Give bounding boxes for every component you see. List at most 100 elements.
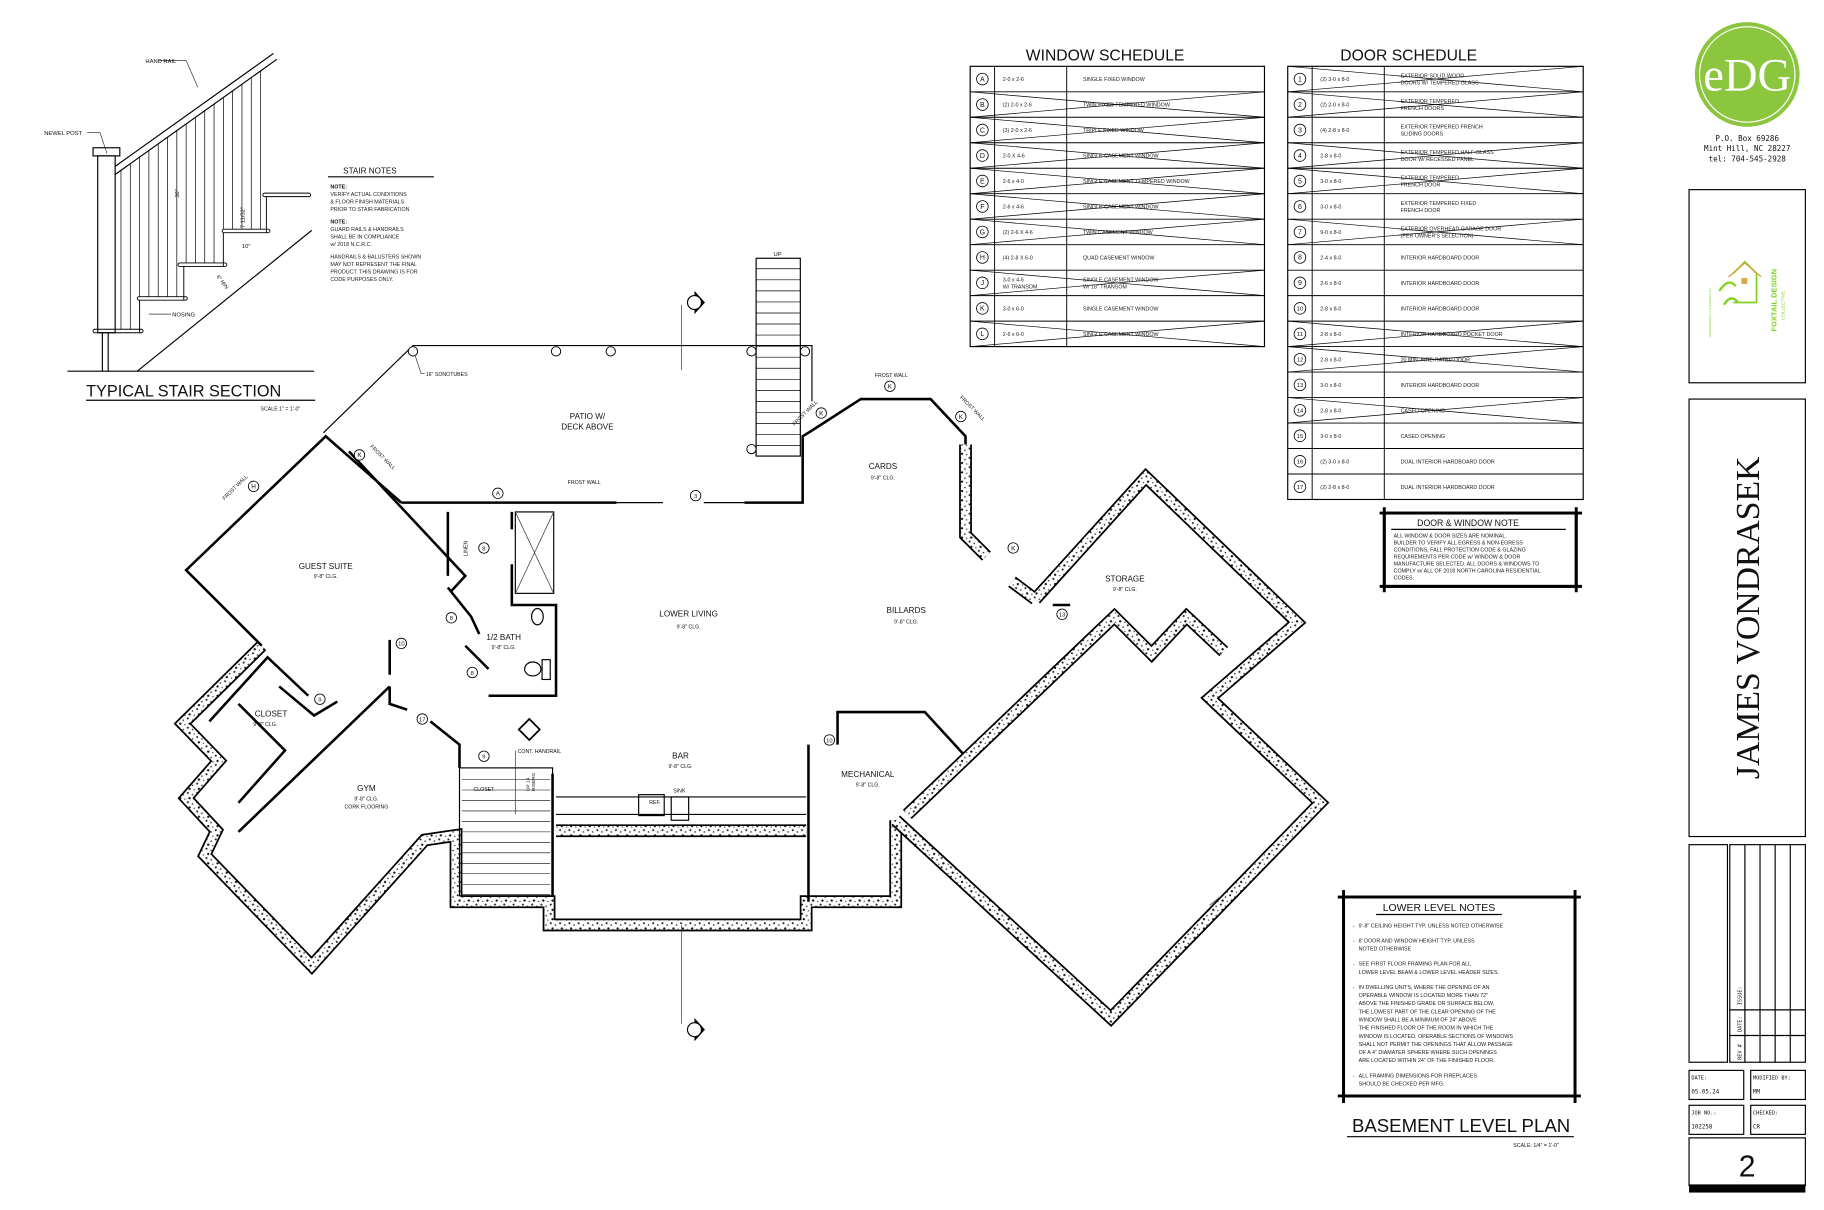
door-tag-circle [689, 489, 702, 502]
room-cards: CARDS [869, 462, 898, 471]
schedule-size: (3) 2-0 x 2-6 [1003, 128, 1032, 134]
lower-level-note-line: 9'-8" CEILING HEIGHT TYP. UNLESS NOTED O… [1359, 923, 1504, 929]
schedule-tag: 7 [1298, 229, 1302, 236]
tag-circle [976, 98, 989, 111]
schedule-description: CASED OPENING [1401, 434, 1446, 440]
room-gym: GYM [357, 784, 376, 793]
stair-note-line: CODE PURPOSES ONLY. [330, 277, 393, 283]
schedule-size: 2-8 x 8-0 [1320, 154, 1341, 160]
schedule-description: TRIPLE FIXED WINDOW [1083, 128, 1145, 134]
schedule-tag: 11 [1297, 332, 1303, 338]
tag-circle [1293, 276, 1307, 290]
schedule-description: FRENCH DOOR [1401, 208, 1441, 214]
tag-circle [1293, 455, 1307, 468]
stair-note-line: HANDRAILS & BALUSTERS SHOWN [330, 254, 421, 260]
section-marker-stair [517, 717, 541, 742]
door-tag-circle [1056, 608, 1068, 620]
schedule-description: EXTERIOR TEMPERED [1401, 176, 1460, 182]
date-value: 05.05.24 [1691, 1090, 1719, 1096]
frost-wall-labels: FROST WALL FROST WALL FROST WALL FROST W… [222, 373, 986, 502]
revision-table: REV # DATE: ISSUE: [1688, 844, 1806, 1063]
schedule-description: SINGLE FIXED WINDOW [1083, 77, 1146, 83]
lower-level-note-line: OF A 4" DIAMATER SPHERE WHERE SUCH OPENI… [1359, 1050, 1498, 1056]
stringer-line [136, 229, 313, 372]
deck-stair [461, 257, 801, 895]
issue-header: ISSUE: [1737, 986, 1743, 1005]
modified-label: MODIFIED BY: [1753, 1076, 1791, 1082]
schedule-description: SINGLE CASEMENT TEMPERED WINDOW [1083, 179, 1191, 185]
door-window-note-title: DOOR & WINDOW NOTE [1417, 518, 1519, 528]
strike-line [970, 320, 1265, 347]
schedule-tag: 4 [1298, 153, 1302, 160]
lower-level-note-line: THE LOWEST PART OF THE CLEAR OPENING OF … [1359, 1009, 1497, 1015]
interior-walls [184, 397, 1222, 1024]
schedule-description: SINGLE CASEMENT WINDOW [1083, 154, 1160, 160]
tag-circle [1293, 327, 1307, 341]
tag-circle [976, 123, 989, 137]
note-bullet: - [1353, 985, 1355, 991]
schedule-tag: D [980, 153, 985, 160]
schedule-tag: 14 [1297, 409, 1304, 415]
schedule-size: 2-8 x 8-0 [1320, 332, 1341, 338]
clg-height: 9'-8" CLG. [871, 475, 895, 481]
room-lower-living: LOWER LIVING [659, 610, 718, 619]
room-closet: CLOSET [255, 710, 288, 719]
stair-note-line: GUARD RAILS & HANDRAILS [330, 227, 404, 233]
schedule-tag: 9 [1298, 280, 1302, 287]
job-label: JOB NO.: [1691, 1111, 1716, 1117]
schedule-description: EXTERIOR OVERHEAD GARAGE DOOR [1401, 227, 1502, 233]
address-line: P.O. Box 69286 [1715, 134, 1779, 143]
stair-note-heading: NOTE: [330, 184, 347, 190]
window-tag: H [251, 484, 256, 491]
schedule-border [1287, 65, 1584, 501]
door-tag: 9 [318, 698, 321, 704]
foxtail-sub: COLLECTIVE [1780, 291, 1785, 320]
schedule-description: W/ 18" TRANSOM [1083, 284, 1128, 290]
checked-value: CR [1753, 1125, 1760, 1131]
client-name-box [1688, 398, 1806, 838]
clg-height: 9'-8" CLG. [668, 764, 692, 770]
clg-height: 9'-8" CLG. [856, 782, 880, 788]
schedule-tag: 12 [1297, 358, 1303, 364]
sink-label: SINK [673, 788, 686, 794]
tag-circle [976, 327, 989, 341]
schedule-description: FRENCH DOOR [1401, 183, 1441, 189]
foxtail-name: FOXTAIL DESIGN [1769, 269, 1778, 332]
schedule-size: (2) 3-0 x 8-0 [1320, 459, 1349, 465]
lower-level-note-line: ARE LOCATED WITHIN 24" OF THE FINISHED F… [1359, 1058, 1495, 1064]
frost-wall-label: FROST WALL [568, 480, 601, 486]
clearance-label: 6" MIN [215, 274, 230, 290]
door-tag-circle [823, 734, 836, 746]
schedule-size: 2-4 x 8-0 [1320, 256, 1341, 262]
door-tag: 17 [419, 717, 425, 723]
room-billards: BILLARDS [887, 606, 927, 615]
newel-post-cap [92, 147, 121, 157]
section-marker-top [686, 290, 705, 315]
stair-note-line: & FLOOR FINISH MATERIALS [330, 200, 404, 206]
window-tag-circle [815, 407, 827, 419]
lower-level-note-line: IN DWELLING UNITS, WHERE THE OPENING OF … [1359, 985, 1490, 991]
risers-label-2: RISERS [531, 772, 537, 791]
sonotubes-label: 16" SONOTUBES [426, 372, 468, 378]
schedule-size: 2-0 x 2-6 [1003, 77, 1024, 83]
up-label: UP [774, 252, 782, 258]
tag-circle [976, 251, 989, 264]
tag-circle [1293, 123, 1307, 137]
schedule-tag: 2 [1298, 102, 1302, 109]
note-line: ALL WINDOW & DOOR SIZES ARE NOMINAL. [1394, 534, 1507, 540]
window-tag: K [1011, 545, 1016, 552]
schedule-description: SLIDING DOORS [1401, 132, 1444, 138]
schedule-description: INTERIOR HARDBOARD DOOR [1401, 383, 1480, 389]
window-tag: K [819, 410, 824, 417]
room-stair-closet: CLOSET [473, 787, 495, 793]
stair-treads [92, 192, 312, 334]
schedule-tag: 16 [1297, 460, 1303, 466]
